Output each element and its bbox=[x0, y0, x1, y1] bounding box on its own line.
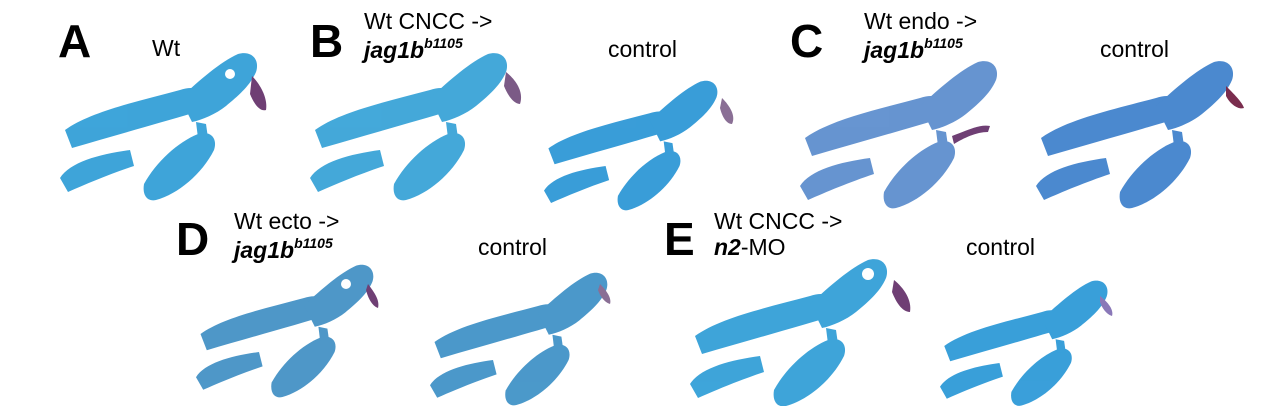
panel-b-control-label: control bbox=[608, 36, 678, 62]
bone-stain bbox=[366, 284, 379, 308]
fenestra bbox=[225, 69, 235, 79]
panel-c-control-label: control bbox=[1100, 36, 1170, 62]
bone-stain bbox=[598, 284, 611, 304]
panel-letter-c: C bbox=[790, 15, 823, 67]
panel-letter-a: A bbox=[58, 15, 91, 67]
specimen-d-experimental bbox=[196, 264, 379, 398]
panel-letter-d: D bbox=[176, 213, 209, 265]
bone-stain bbox=[952, 125, 990, 144]
bone-stain bbox=[250, 76, 267, 111]
specimen-c-control bbox=[1036, 61, 1244, 209]
bone-stain bbox=[720, 98, 734, 124]
specimen-c-experimental bbox=[800, 61, 998, 209]
panel-d-label-line2: jag1bb1105 bbox=[234, 236, 333, 262]
panel-e-label-line2: n2-MO bbox=[714, 236, 786, 259]
panel-d-label-line1: Wt ecto -> bbox=[234, 208, 340, 234]
panel-d-control-label: control bbox=[478, 234, 548, 260]
specimen-b-control bbox=[544, 80, 734, 211]
panel-b-label-line2: jag1bb1105 bbox=[364, 36, 463, 62]
specimen-b-experimental bbox=[310, 53, 522, 201]
bone-stain bbox=[892, 280, 911, 312]
specimen-e-experimental bbox=[690, 259, 911, 406]
panel-c-label-line2: jag1bb1105 bbox=[864, 36, 963, 62]
panel-c-gene: jag1b bbox=[864, 37, 925, 63]
bone-stain bbox=[504, 72, 522, 104]
bone-stain bbox=[1100, 296, 1113, 316]
panel-e-morpholino: -MO bbox=[740, 234, 786, 260]
panel-b-gene: jag1b bbox=[364, 37, 425, 63]
panel-c-label-line1: Wt endo -> bbox=[864, 8, 978, 34]
specimen-e-control bbox=[940, 280, 1113, 406]
fenestra bbox=[862, 268, 874, 280]
panel-b-allele: b1105 bbox=[424, 35, 463, 51]
panel-e-control-label: control bbox=[966, 234, 1036, 260]
specimen-d-control bbox=[430, 272, 611, 406]
panel-d-allele: b1105 bbox=[294, 235, 333, 251]
specimen-a-wt bbox=[60, 53, 267, 201]
panel-d-gene: jag1b bbox=[234, 237, 295, 263]
bone-stain bbox=[1226, 86, 1244, 109]
fenestra bbox=[341, 279, 351, 289]
panel-c-allele: b1105 bbox=[924, 35, 963, 51]
panel-letter-b: B bbox=[310, 15, 343, 67]
panel-e-gene: n2 bbox=[714, 234, 741, 260]
panel-e-label-line1: Wt CNCC -> bbox=[714, 208, 843, 234]
panel-a-label: Wt bbox=[152, 35, 181, 61]
panel-letter-e: E bbox=[664, 213, 695, 265]
panel-b-label-line1: Wt CNCC -> bbox=[364, 8, 493, 34]
